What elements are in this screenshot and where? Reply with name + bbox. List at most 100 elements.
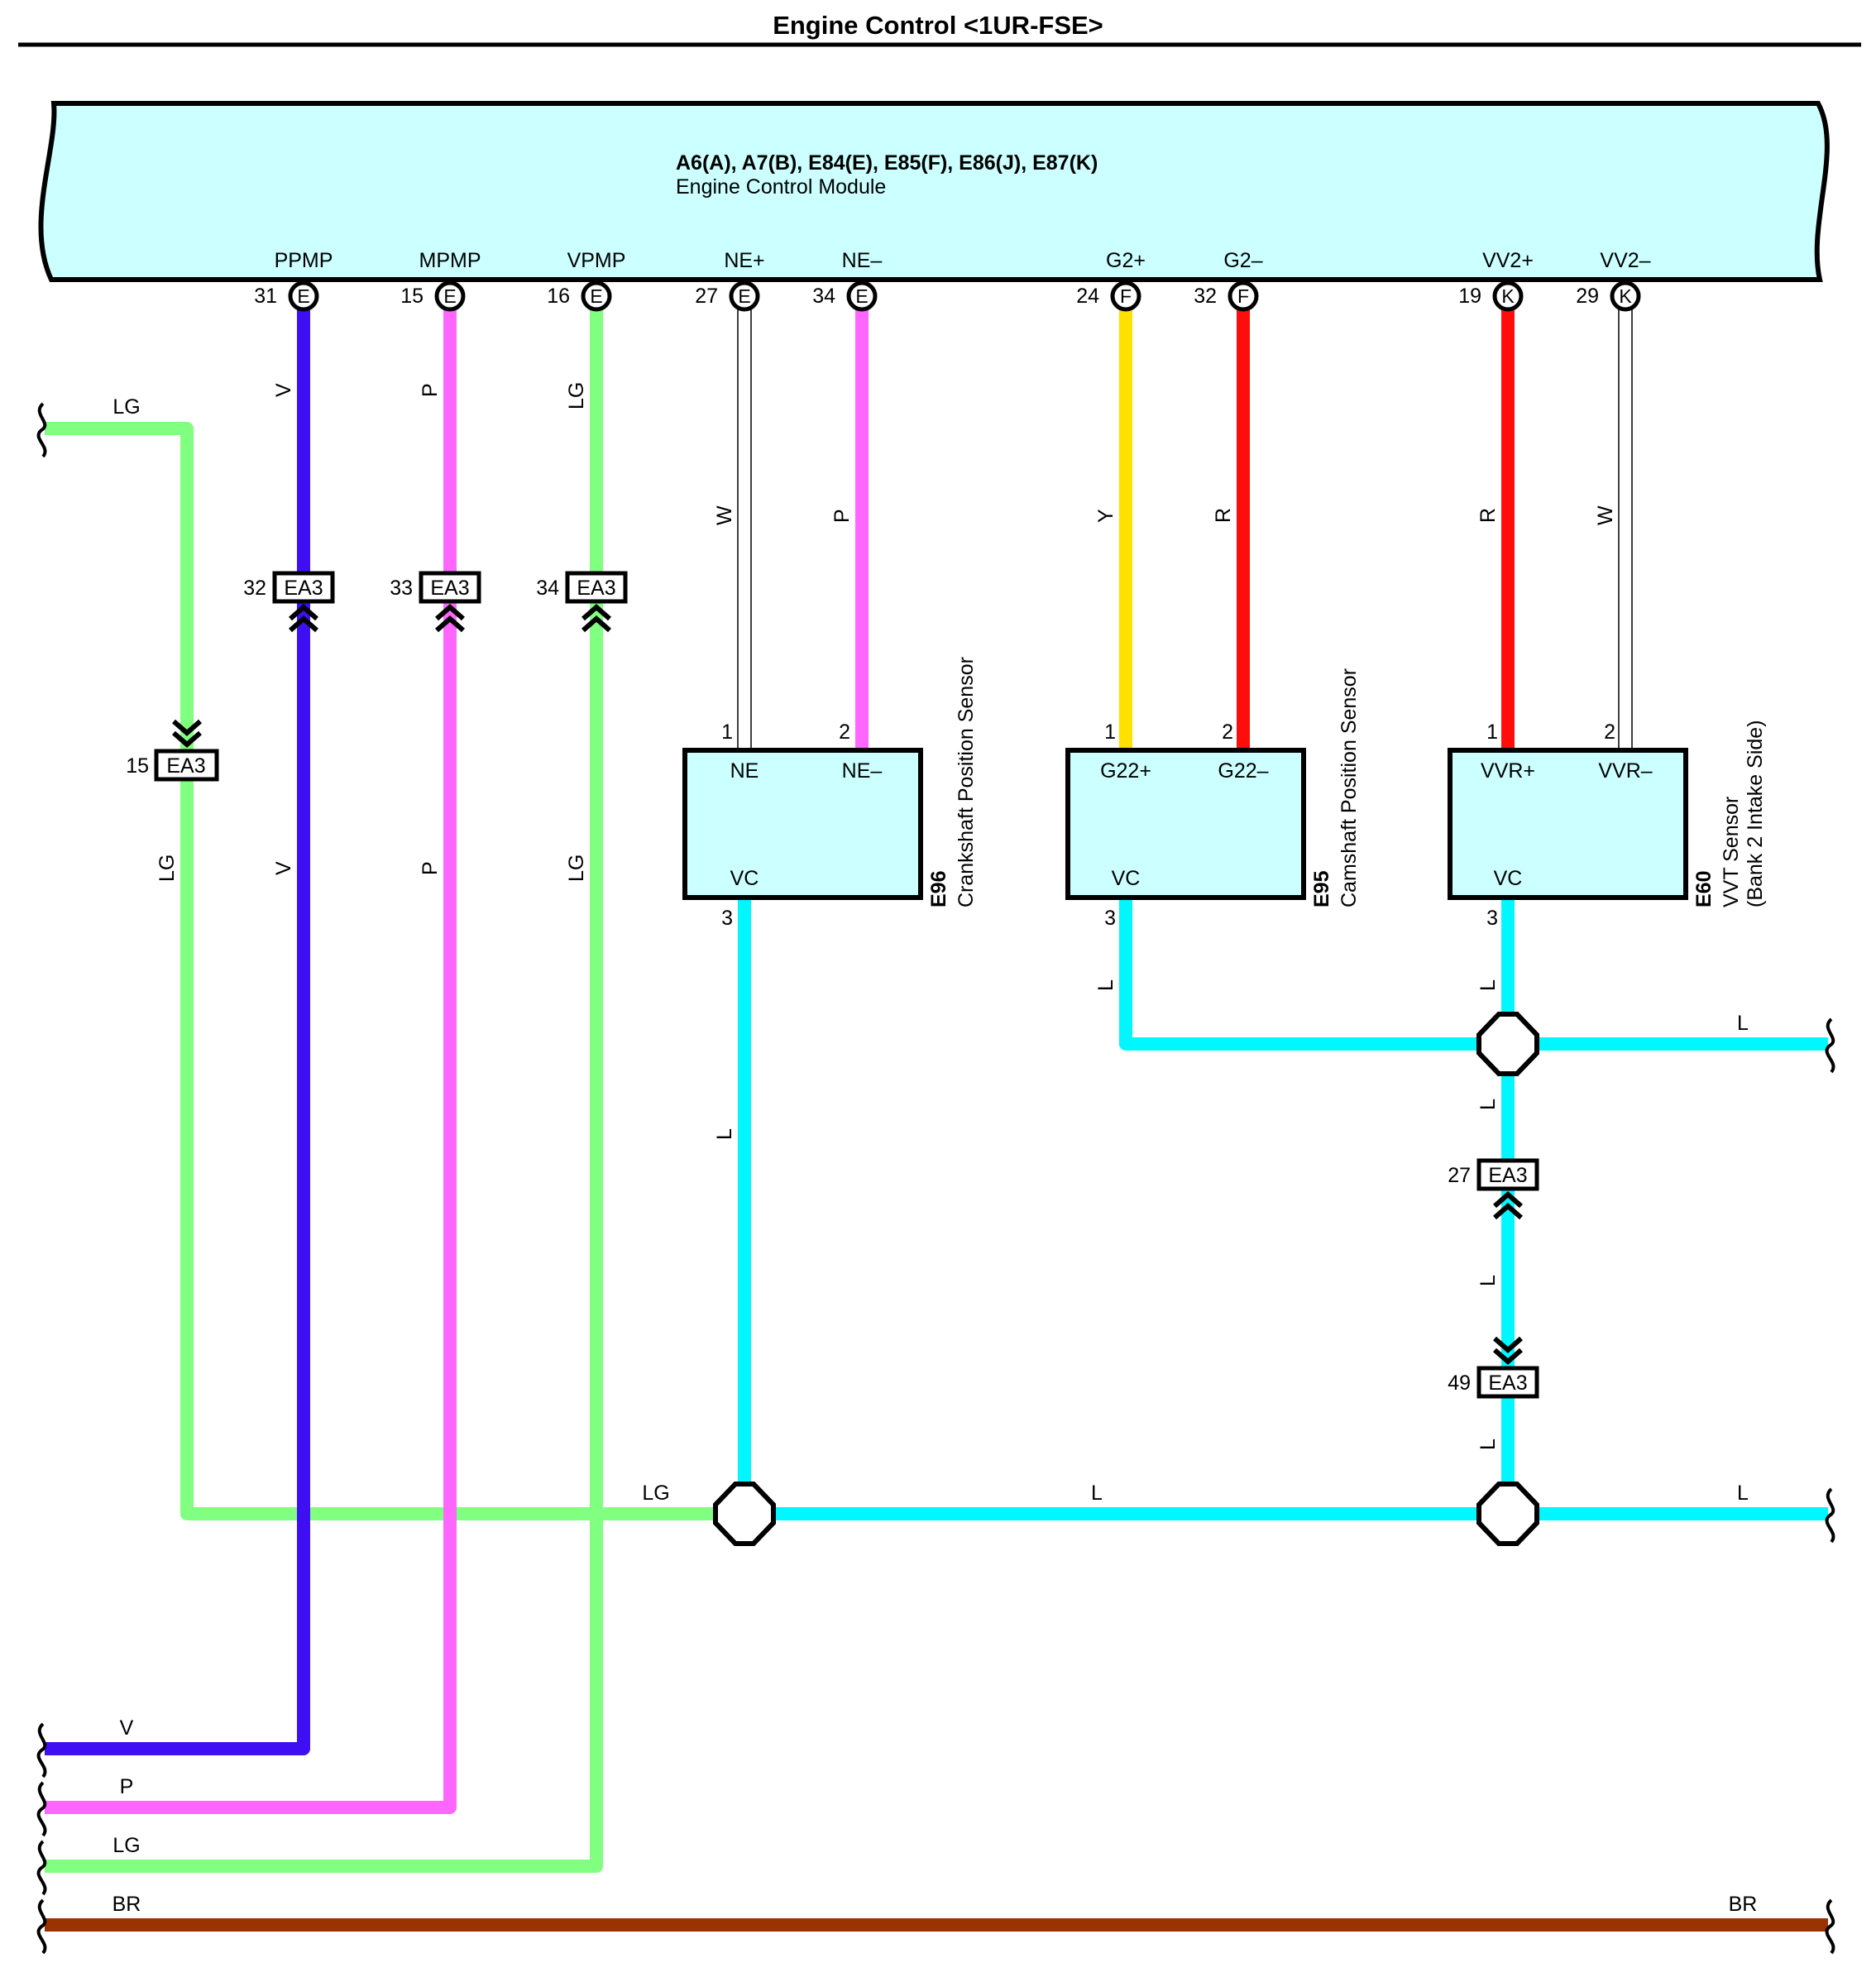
sensor-pin-3: 3 xyxy=(721,907,733,930)
wire-ne-plus xyxy=(737,307,752,751)
inline-connector-ea3-34: EA3 34 xyxy=(536,571,628,633)
ecm-pin-number: 27 xyxy=(695,285,718,308)
wire-label-right-top: L xyxy=(1737,1012,1749,1035)
ecm-pin-15: 15 E xyxy=(400,280,466,312)
ecm-pin-connector: E xyxy=(738,285,750,307)
wire-break-br-right xyxy=(1825,1898,1835,1955)
ecm-pin-number: 16 xyxy=(547,285,570,308)
sensor-terminal-3: VC xyxy=(730,867,759,890)
wire-label-bus-mid: L xyxy=(1091,1482,1103,1505)
wire-break-bottom-lg xyxy=(36,1840,47,1896)
inline-connector-pin: 49 xyxy=(1448,1372,1471,1395)
ecm-pin-number: 31 xyxy=(254,285,277,308)
wire-label-vpmp-upper: LG xyxy=(565,382,588,409)
sensor-terminal-2: G22– xyxy=(1218,759,1268,783)
inline-connector-name: EA3 xyxy=(577,577,615,600)
ecm-signal-ne-plus: NE+ xyxy=(724,249,764,272)
inline-connector-ea3-49: EA3 49 xyxy=(1448,1336,1539,1399)
wire-label-ppmp-upper: V xyxy=(272,383,295,397)
wire-label-vv2-minus: W xyxy=(1594,505,1617,525)
sensor-pin-3: 3 xyxy=(1104,907,1116,930)
wire-break-right-bottom xyxy=(1825,1487,1835,1544)
wire-label-bus-lg: LG xyxy=(642,1482,669,1505)
wire-label-right-bottom: L xyxy=(1737,1482,1749,1505)
wire-label-br-left: BR xyxy=(112,1893,141,1916)
sensor-terminal-3: VC xyxy=(1112,867,1141,890)
wire-vv2-minus xyxy=(1618,307,1633,751)
inline-connector-name: EA3 xyxy=(1488,1372,1527,1395)
sensor-terminal-3: VC xyxy=(1494,867,1523,890)
splice-junction-bus-left xyxy=(713,1482,776,1546)
sensor-pin-1: 1 xyxy=(1104,721,1116,744)
inline-connector-name: EA3 xyxy=(284,577,323,600)
ecm-signal-vv2-minus: VV2– xyxy=(1600,249,1650,272)
inline-connector-pin: 34 xyxy=(536,577,559,600)
wire-label-g2-minus: R xyxy=(1212,508,1235,523)
ecm-pin-connector: K xyxy=(1619,285,1632,307)
ecm-signal-vpmp: VPMP xyxy=(567,249,626,272)
wire-label-mpmp-upper: P xyxy=(419,383,442,397)
ecm-signal-g2-plus: G2+ xyxy=(1106,249,1146,272)
splice-junction-vvt-top xyxy=(1476,1012,1539,1076)
sensor-terminal-2: VVR– xyxy=(1598,759,1652,783)
sensor-terminal-1: G22+ xyxy=(1100,759,1151,783)
wire-label-bottom-p: P xyxy=(120,1775,134,1798)
inline-connector-ea3-27: EA3 27 xyxy=(1448,1158,1539,1220)
ecm-pin-connector: F xyxy=(1237,285,1249,307)
ecm-name: Engine Control Module xyxy=(676,175,886,199)
sensor-terminal-2: NE– xyxy=(842,759,883,783)
ecm-signal-g2-minus: G2– xyxy=(1223,249,1262,272)
sensor-e60-vvt: 1 2 3 VVR+ VVR– VC E60 VVT Sensor (Bank … xyxy=(1448,720,1767,930)
wire-label-vvt-vc-2: L xyxy=(1476,1099,1500,1110)
ecm-pin-29: 29 K xyxy=(1576,280,1641,312)
wire-label-vvt-vc-1: L xyxy=(1476,979,1500,991)
ecm-pin-number: 15 xyxy=(400,285,424,308)
inline-connector-ea3-15: EA3 15 xyxy=(126,719,219,782)
ecm-pin-24: 24 F xyxy=(1076,280,1141,312)
wire-label-br-right: BR xyxy=(1729,1893,1758,1916)
wire-lg-left xyxy=(45,422,728,1520)
ecm-pin-connector: K xyxy=(1501,285,1515,307)
wire-mpmp xyxy=(45,308,457,1814)
wire-label-bottom-lg: LG xyxy=(112,1834,140,1857)
sensor-e95-camshaft: 1 2 3 G22+ G22– VC E95 Camshaft Position… xyxy=(1065,668,1361,930)
engine-control-module-box xyxy=(38,101,1830,282)
sensor-id: E95 xyxy=(1310,870,1333,907)
sensor-pin-2: 2 xyxy=(839,721,850,744)
wire-ppmp xyxy=(45,308,310,1755)
ecm-pin-19: 19 K xyxy=(1458,280,1524,312)
sensor-pin-3: 3 xyxy=(1486,907,1498,930)
ecm-pin-connector: F xyxy=(1120,285,1132,307)
sensor-pin-1: 1 xyxy=(1486,721,1498,744)
ecm-pin-16: 16 E xyxy=(547,280,612,312)
ecm-pin-number: 19 xyxy=(1458,285,1481,308)
sensor-name: VVT Sensor xyxy=(1720,797,1743,907)
ecm-signal-vv2-plus: VV2+ xyxy=(1482,249,1534,272)
ecm-pin-number: 34 xyxy=(812,285,835,308)
wire-label-vpmp-lower: LG xyxy=(565,855,588,882)
sensor-id: E60 xyxy=(1692,871,1716,907)
ecm-pin-connector: E xyxy=(590,285,602,307)
sensor-pin-2: 2 xyxy=(1604,721,1615,744)
wire-l-cam-vc xyxy=(1119,898,1508,1051)
sensor-pin-1: 1 xyxy=(721,721,733,744)
wire-label-vv2-plus: R xyxy=(1476,508,1500,523)
inline-connector-pin: 33 xyxy=(390,577,413,600)
splice-junction-bus-right xyxy=(1476,1482,1539,1546)
wire-vpmp xyxy=(45,308,603,1873)
ecm-signal-ne-minus: NE– xyxy=(842,249,883,272)
wire-break-left-lg xyxy=(36,402,47,458)
wire-label-left-lg-top: LG xyxy=(112,395,140,419)
ecm-pin-number: 32 xyxy=(1194,285,1217,308)
wire-label-vvt-vc-3: L xyxy=(1476,1275,1500,1286)
wire-break-bottom-p xyxy=(36,1781,47,1837)
wire-break-bottom-v xyxy=(36,1722,47,1779)
inline-connector-pin: 32 xyxy=(243,577,266,600)
wire-label-ne-plus: W xyxy=(713,505,736,525)
inline-connector-pin: 15 xyxy=(126,754,149,778)
inline-connector-name: EA3 xyxy=(1488,1164,1527,1187)
sensor-name: Camshaft Position Sensor xyxy=(1338,668,1361,907)
inline-connector-name: EA3 xyxy=(430,577,469,600)
inline-connector-pin: 27 xyxy=(1448,1164,1471,1187)
